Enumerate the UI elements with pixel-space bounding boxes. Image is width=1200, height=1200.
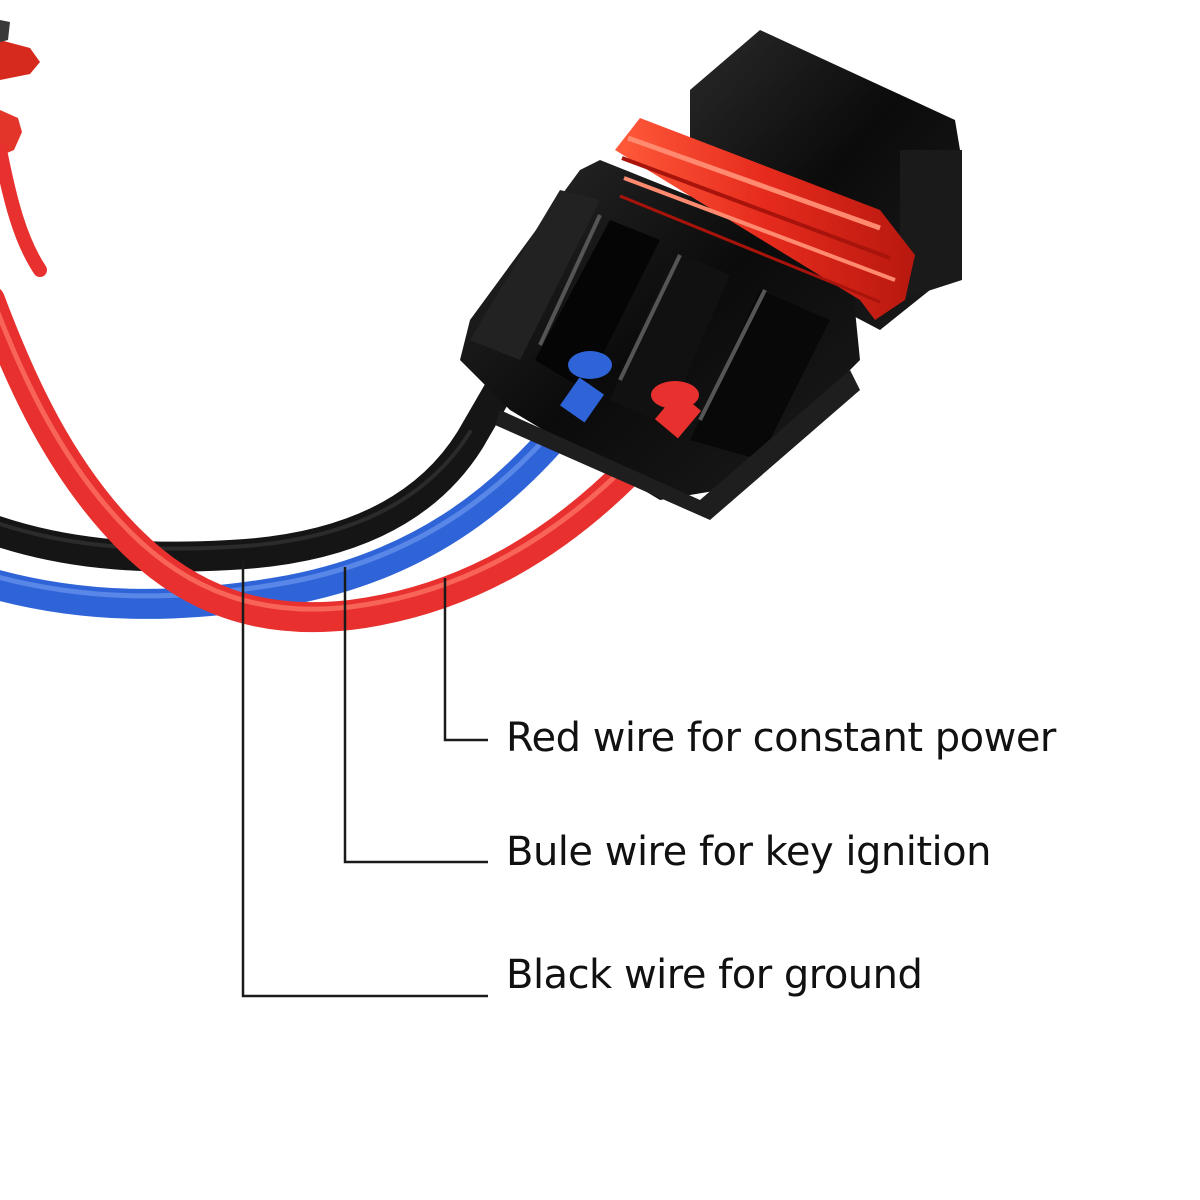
black-leader-line <box>241 560 488 998</box>
red-leader-line <box>443 578 488 742</box>
black-wire-label: Black wire for ground <box>506 952 923 998</box>
red-seal-rings <box>615 118 915 320</box>
wire-entries <box>559 351 702 439</box>
black-wire <box>0 330 540 572</box>
crimp-terminals <box>0 20 40 156</box>
callout-leader-lines <box>241 560 488 998</box>
red-wire-label: Red wire for constant power <box>506 715 1056 761</box>
blue-wire-label: Bule wire for key ignition <box>506 829 992 875</box>
blue-leader-line <box>343 567 488 864</box>
